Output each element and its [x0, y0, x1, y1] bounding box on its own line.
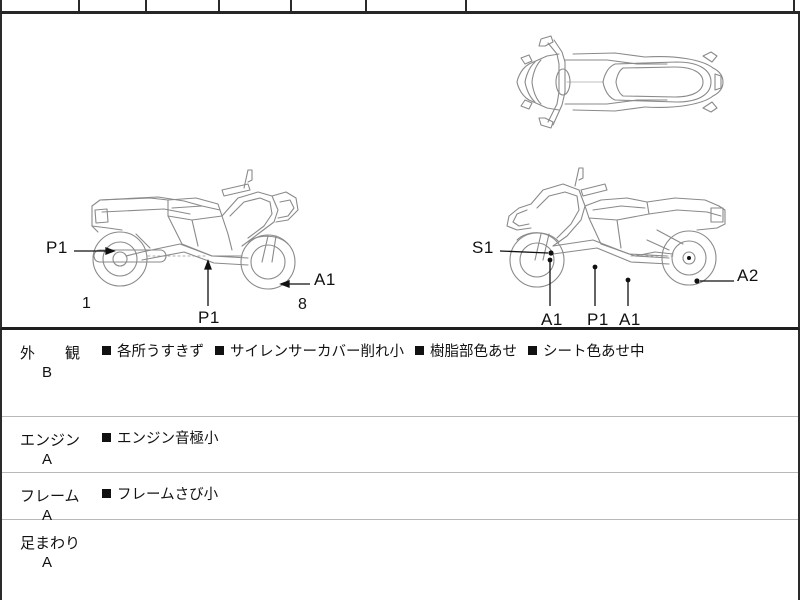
filled-square-bullet-icon: [102, 489, 111, 498]
table-row-appearance: 外 観 B 各所うすきずサイレンサーカバー削れ小樹脂部色あせシート色あせ中: [2, 330, 798, 417]
condition-item: 樹脂部色あせ: [415, 342, 517, 362]
callout-right-a1-rear: A1: [619, 310, 641, 329]
table-row-frame: フレーム A フレームさび小: [2, 473, 798, 524]
table-row-suspension: 足まわり A: [2, 520, 798, 600]
grade-engine: A: [42, 451, 53, 468]
table-column-divider: [290, 0, 292, 11]
condition-item: シート色あせ中: [528, 342, 645, 362]
condition-item: サイレンサーカバー削れ小: [215, 342, 404, 362]
table-column-divider: [145, 0, 147, 11]
right-view-leader-lines: [499, 250, 734, 306]
table-column-divider: [793, 0, 795, 11]
scooter-top-view-figure: [507, 30, 737, 135]
condition-item: エンジン音極小: [102, 429, 219, 449]
callout-right-s1: S1: [472, 238, 494, 257]
table-column-divider: [365, 0, 367, 11]
filled-square-bullet-icon: [415, 346, 424, 355]
left-view-leader-lines: [74, 247, 310, 306]
filled-square-bullet-icon: [102, 346, 111, 355]
callout-left-number-8: 8: [298, 296, 308, 313]
table-column-divider: [78, 0, 80, 11]
table-column-divider: [0, 0, 2, 11]
condition-items-engine: エンジン音極小: [102, 429, 230, 449]
callout-left-p1-center: P1: [198, 308, 220, 327]
condition-table: 外 観 B 各所うすきずサイレンサーカバー削れ小樹脂部色あせシート色あせ中 エン…: [0, 330, 800, 600]
callout-left-a1: A1: [314, 270, 336, 289]
condition-items-appearance: 各所うすきずサイレンサーカバー削れ小樹脂部色あせシート色あせ中: [102, 342, 656, 362]
grade-suspension: A: [42, 554, 53, 571]
filled-square-bullet-icon: [528, 346, 537, 355]
condition-item: 各所うすきず: [102, 342, 204, 362]
callout-right-a1-front: A1: [541, 310, 563, 329]
diagram-panel: P1 A1 1 P1 8: [0, 14, 800, 330]
table-column-divider: [218, 0, 220, 11]
category-label-engine: エンジン: [20, 432, 81, 449]
scooter-right-side-view-figure: [497, 164, 747, 304]
grade-frame: A: [42, 507, 53, 524]
scooter-left-side-view-figure: [72, 164, 322, 304]
table-row-engine: エンジン A エンジン音極小: [2, 417, 798, 473]
filled-square-bullet-icon: [215, 346, 224, 355]
category-label-frame: フレーム: [20, 488, 80, 505]
callout-right-a2: A2: [737, 266, 759, 285]
grade-appearance: B: [42, 364, 53, 381]
callout-left-p1-front: P1: [46, 238, 68, 257]
callout-right-p1: P1: [587, 310, 609, 329]
category-label-suspension: 足まわり: [20, 535, 81, 552]
filled-square-bullet-icon: [102, 433, 111, 442]
table-column-divider: [465, 0, 467, 11]
condition-items-frame: フレームさび小: [102, 485, 229, 505]
category-label-appearance: 外 観: [20, 345, 81, 362]
truncated-table-header-strip: [0, 0, 800, 14]
callout-left-number-1: 1: [82, 295, 92, 312]
condition-item: フレームさび小: [102, 485, 218, 505]
